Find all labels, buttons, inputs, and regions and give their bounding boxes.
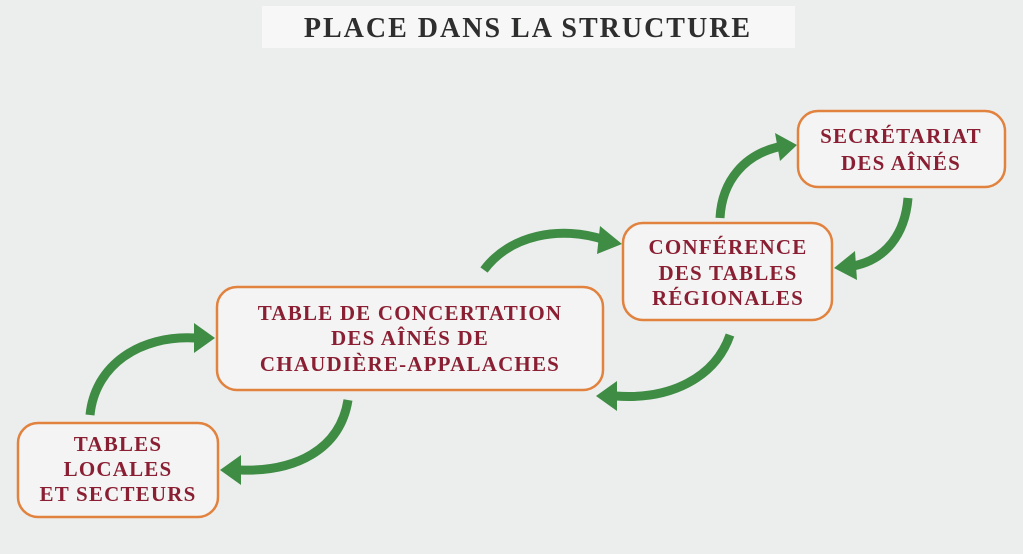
- title-band: [262, 6, 795, 48]
- node-label-line: RÉGIONALES: [652, 286, 804, 310]
- node-label-line: TABLES: [74, 432, 163, 456]
- node-label-line: TABLE DE CONCERTATION: [258, 301, 563, 325]
- node-conference: CONFÉRENCE DES TABLES RÉGIONALES: [621, 221, 834, 322]
- arrow-down-secretariat-to-conference: [834, 197, 913, 280]
- node-secretariat: SECRÉTARIAT DES AÎNÉS: [796, 109, 1007, 189]
- node-label-line: CHAUDIÈRE-APPALACHES: [260, 352, 560, 376]
- node-label-line: ET SECTEURS: [40, 482, 197, 506]
- node-label-line: CONFÉRENCE: [648, 235, 807, 259]
- node-label-line: DES AÎNÉS DE: [331, 326, 489, 350]
- node-table-concertation: TABLE DE CONCERTATION DES AÎNÉS DE CHAUD…: [215, 285, 605, 392]
- arrow-up-concertation-to-conference: [480, 226, 622, 273]
- node-label-line: SECRÉTARIAT: [820, 124, 982, 148]
- node-label-line: DES AÎNÉS: [841, 151, 961, 175]
- node-label-line: LOCALES: [64, 457, 173, 481]
- node-tables-locales: TABLES LOCALES ET SECTEURS: [16, 421, 220, 519]
- page-title: PLACE DANS LA STRUCTURE: [304, 13, 752, 44]
- arrow-down-conference-to-concertation: [596, 333, 735, 411]
- arrow-down-concertation-to-locales: [220, 399, 353, 485]
- arrow-up-locales-to-concertation: [85, 323, 215, 416]
- arrow-up-conference-to-secretariat: [715, 133, 797, 219]
- node-label-line: DES TABLES: [658, 261, 797, 285]
